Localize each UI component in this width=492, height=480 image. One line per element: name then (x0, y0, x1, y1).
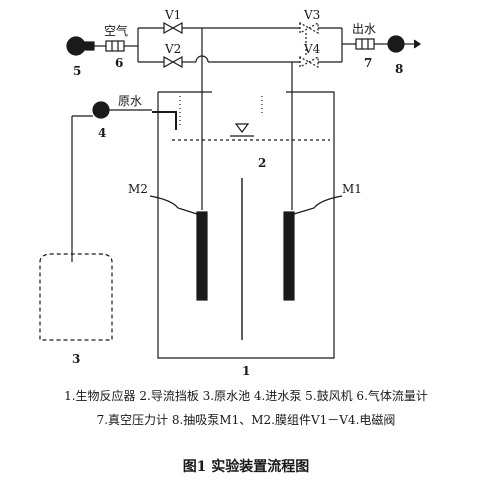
gas-flowmeter-6-icon (105, 40, 125, 52)
solenoid-valve-v4-icon (299, 55, 319, 69)
raw-water-tank-3 (39, 253, 113, 341)
number-1: 1 (242, 364, 251, 378)
water-out-label: 出水 (352, 22, 377, 36)
number-8: 8 (395, 62, 404, 76)
blower-5-icon (66, 36, 95, 56)
figure-caption: 图1 实验装置流程图 (182, 459, 310, 475)
legend-line-1: 1.生物反应器 2.导流挡板 3.原水池 4.进水泵 5.鼓风机 6.气体流量计 (64, 389, 428, 403)
aeration-bubbles-icon (179, 96, 263, 128)
valve-v2-label: V2 (165, 42, 182, 56)
water-level-marker-icon (230, 123, 254, 137)
vacuum-gauge-7-icon (355, 38, 375, 50)
valve-v4-label: V4 (304, 42, 321, 56)
membrane-m2-label: M2 (128, 182, 148, 196)
guide-baffle-2 (152, 111, 243, 340)
solenoid-valve-v1-icon (163, 21, 183, 35)
air-label: 空气 (104, 24, 129, 38)
number-5: 5 (73, 64, 82, 78)
number-3: 3 (72, 352, 81, 366)
valve-v3-label: V3 (304, 8, 321, 22)
bioreactor-1 (157, 91, 335, 359)
valve-v1-label: V1 (165, 8, 182, 22)
legend-line-2: 7.真空压力计 8.抽吸泵M1、M2.膜组件V1－V4.电磁阀 (96, 413, 396, 427)
membrane-module-m1 (283, 211, 295, 301)
number-6: 6 (115, 56, 124, 70)
number-4: 4 (98, 126, 107, 140)
solenoid-valve-v2-icon (163, 55, 183, 69)
membrane-m1-label: M1 (342, 182, 362, 196)
membrane-module-m2 (196, 211, 208, 301)
feed-pump-4-icon (92, 101, 110, 119)
number-7: 7 (364, 56, 373, 70)
raw-water-label: 原水 (118, 94, 143, 108)
suction-pump-8-icon (387, 35, 405, 53)
solenoid-valve-v3-icon (299, 21, 319, 35)
number-2: 2 (258, 156, 267, 170)
